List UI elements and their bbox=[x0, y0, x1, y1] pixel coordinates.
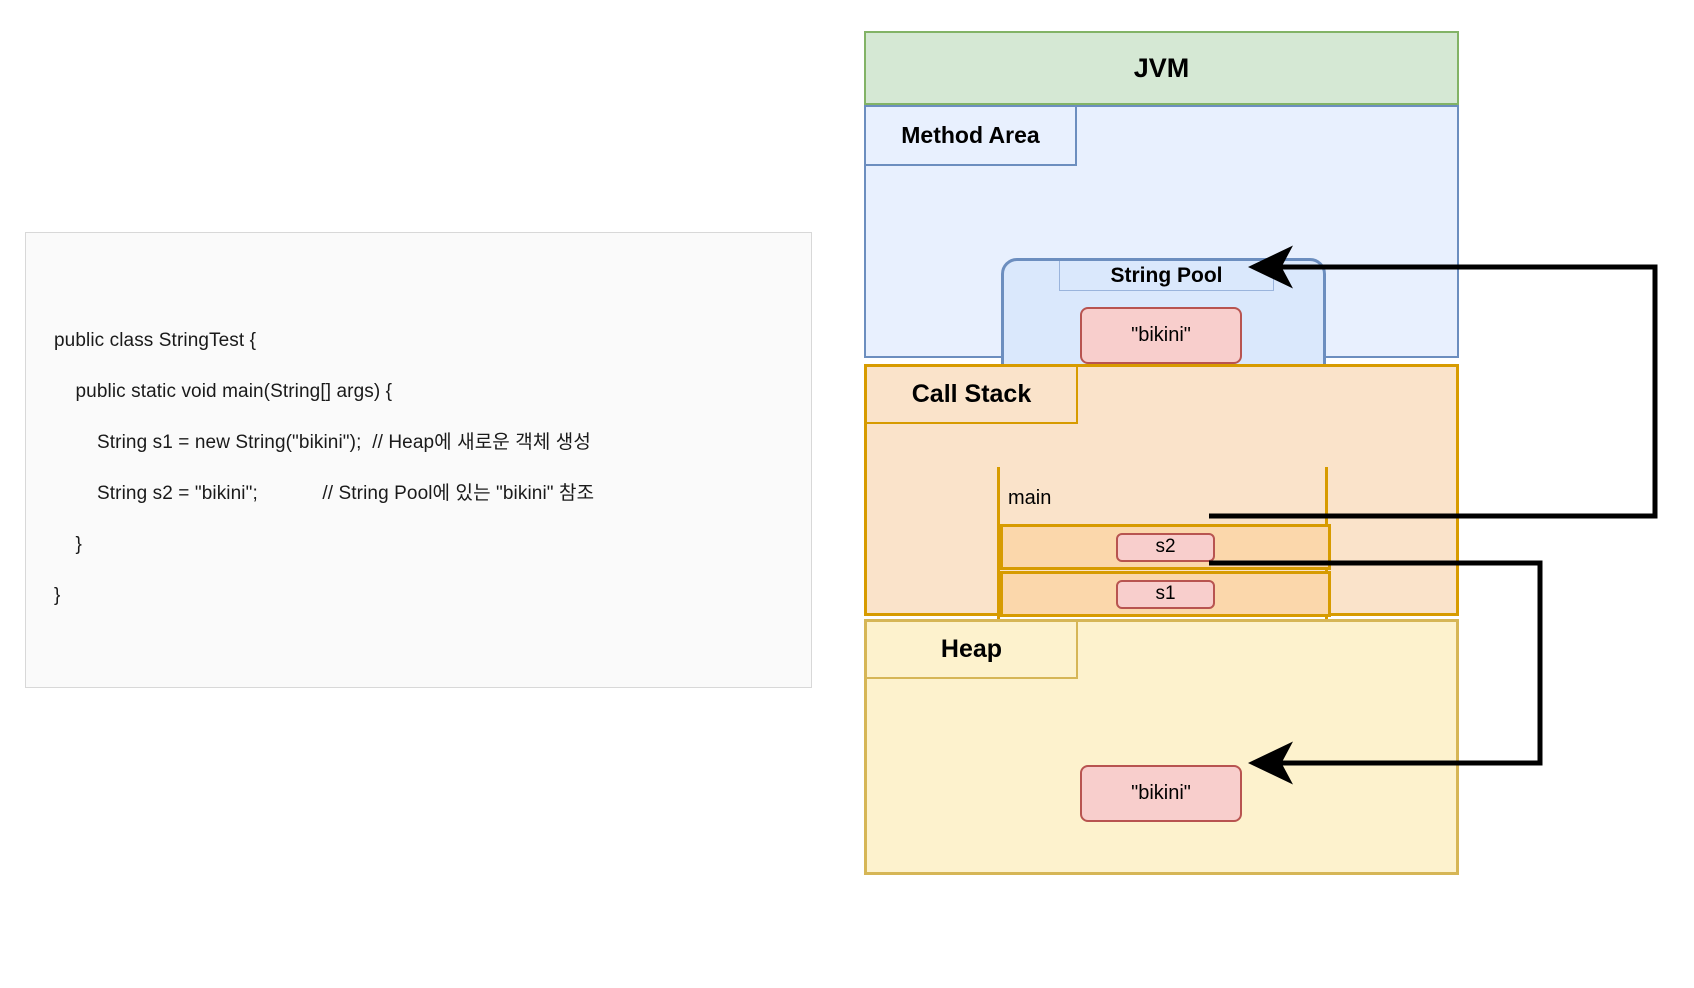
jvm-memory-diagram: JVM Method Area String Pool "bikini" Cal… bbox=[864, 31, 1459, 875]
code-line: public class StringTest { bbox=[54, 330, 257, 351]
method-area-title: Method Area bbox=[866, 107, 1077, 166]
code-listing: public class StringTest { public static … bbox=[54, 315, 801, 621]
variable-box-s1: s1 bbox=[1116, 579, 1215, 609]
stack-slot-s2: s2 bbox=[1000, 524, 1331, 570]
code-line: } bbox=[54, 534, 82, 555]
stack-frame-main: main s2 s1 bbox=[997, 467, 1331, 624]
code-line: public static void main(String[] args) { bbox=[54, 381, 393, 402]
string-pool-entry-bikini: "bikini" bbox=[1080, 307, 1242, 364]
stack-frame-label: main bbox=[1008, 487, 1052, 509]
code-line: String s2 = "bikini"; // String Pool에 있는… bbox=[54, 483, 595, 504]
variable-box-s2: s2 bbox=[1116, 532, 1215, 562]
method-area-container: Method Area String Pool "bikini" bbox=[864, 105, 1459, 390]
heap-title: Heap bbox=[867, 622, 1078, 679]
code-line: String s1 = new String("bikini"); // Hea… bbox=[54, 432, 591, 453]
code-sample-panel: public class StringTest { public static … bbox=[25, 232, 812, 688]
code-line: } bbox=[54, 585, 61, 606]
jvm-container: JVM bbox=[864, 31, 1459, 105]
heap-object-bikini: "bikini" bbox=[1080, 765, 1242, 822]
string-pool-title: String Pool bbox=[1059, 261, 1274, 291]
heap-container: Heap "bikini" bbox=[864, 619, 1459, 875]
stack-slot-s1: s1 bbox=[1000, 571, 1331, 617]
call-stack-container: Call Stack main s2 s1 bbox=[864, 364, 1459, 624]
call-stack-title: Call Stack bbox=[867, 367, 1078, 424]
jvm-title: JVM bbox=[1133, 52, 1190, 83]
